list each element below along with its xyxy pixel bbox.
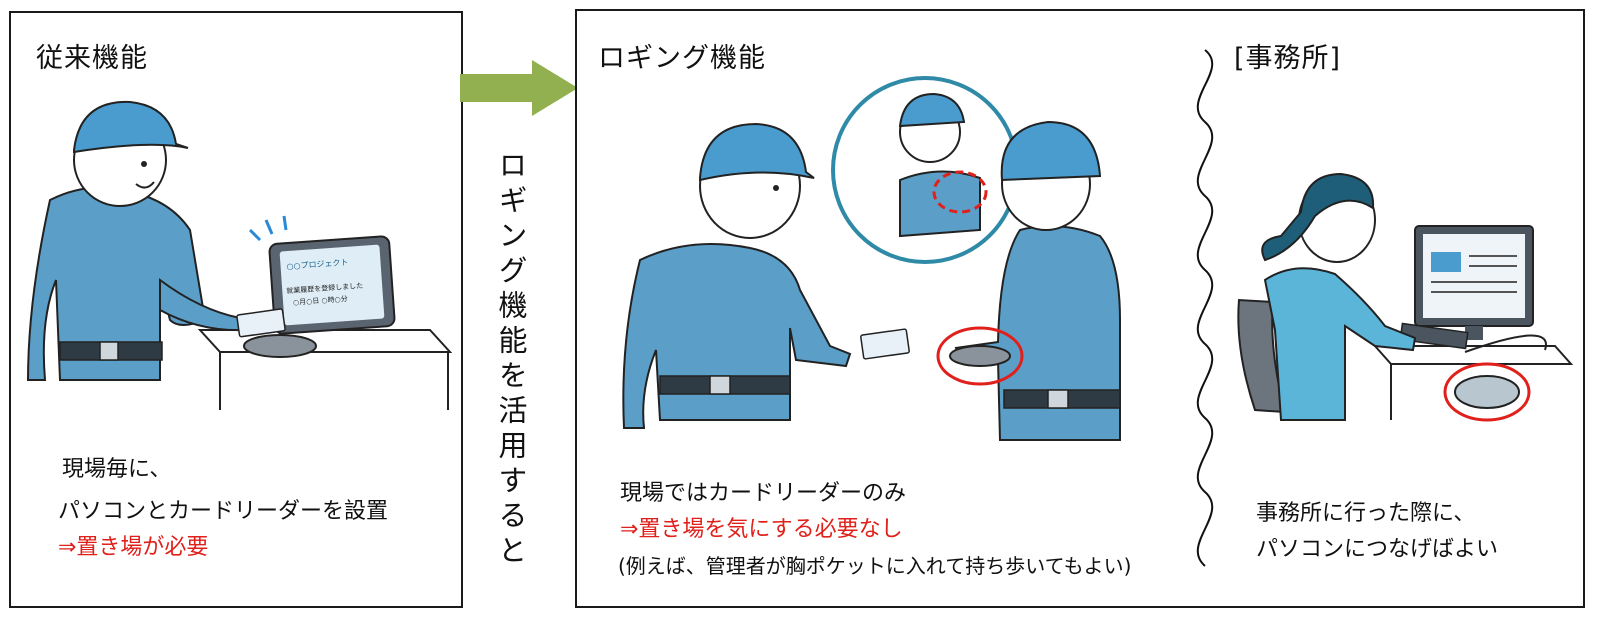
monitor-icon: [1414, 225, 1534, 340]
helmet-icon: [73, 100, 189, 154]
office-title: [事務所]: [1234, 43, 1342, 74]
office-text-2: パソコンにつなげばよい: [1256, 537, 1499, 562]
conventional-title: 従来機能: [36, 43, 148, 74]
logging-text-1: 現場ではカードリーダーのみ: [620, 481, 907, 506]
logging-note: (例えば、管理者が胸ポケットに入れて持ち歩いてもよい): [618, 554, 1132, 578]
office-worker-illustration: [1237, 172, 1574, 422]
ic-card-icon: [236, 308, 286, 338]
logging-title: ロギング機能: [598, 43, 766, 74]
ic-card-icon: [860, 328, 910, 360]
reader-highlight: [936, 326, 1024, 386]
card-reader-icon: [243, 334, 317, 358]
wavy-divider: [1196, 49, 1214, 567]
inset-circle: [831, 76, 1019, 264]
tablet-pc-icon: ○○プロジェクト 就業履歴を登録しました ○月○日 ○時○分: [248, 215, 396, 335]
office-text-1: 事務所に行った際に、: [1256, 501, 1476, 526]
worker-with-pc-illustration: ○○プロジェクト 就業履歴を登録しました ○月○日 ○時○分: [26, 100, 453, 410]
screen-header: ○○プロジェクト: [286, 258, 348, 271]
conventional-text-1: 現場毎に、: [62, 457, 172, 482]
pocket-reader-highlight: [932, 170, 988, 214]
conventional-text-2: パソコンとカードリーダーを設置: [58, 499, 389, 524]
screen-line2: ○月○日 ○時○分: [293, 294, 348, 307]
transition-vertical-text: ロギング機能を活用すると: [494, 150, 528, 570]
logging-workers-illustration: [622, 76, 1121, 441]
keyboard-icon: [1399, 322, 1469, 350]
transition-arrow-icon: [460, 60, 578, 116]
card-reader-icon: [1454, 375, 1520, 409]
office-reader-highlight: [1443, 362, 1531, 422]
hair-icon: [1261, 172, 1375, 262]
conventional-requirement: ⇒置き場が必要: [58, 535, 209, 560]
logging-benefit: ⇒置き場を気にする必要なし: [620, 517, 903, 542]
card-reader-icon: [949, 345, 1011, 367]
